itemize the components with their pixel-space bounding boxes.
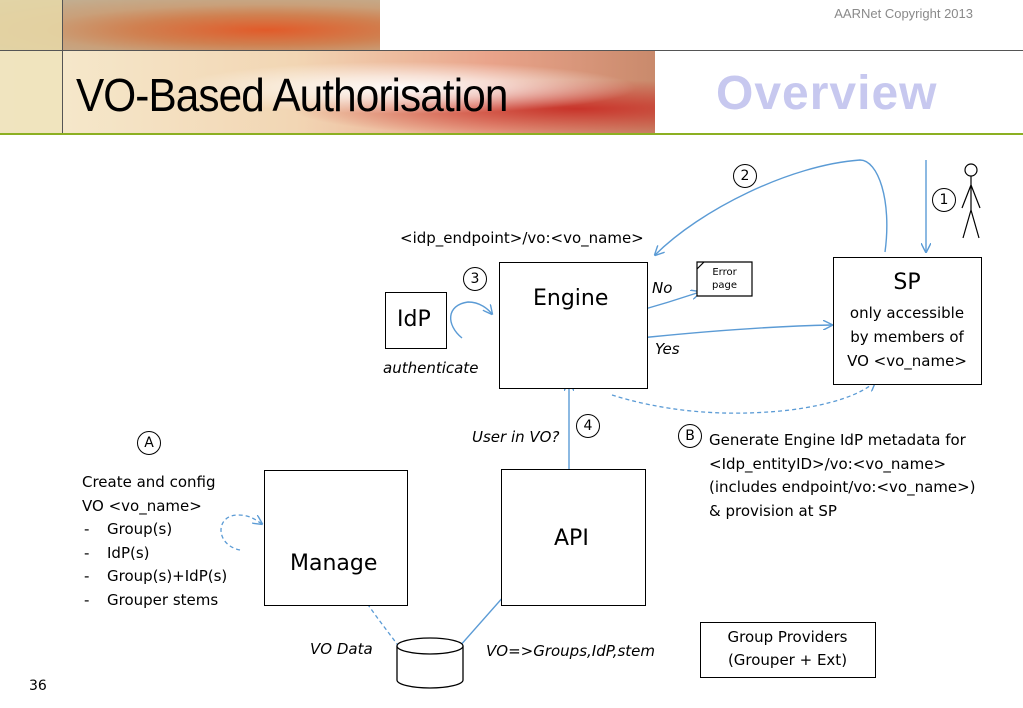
database-icon (396, 637, 464, 689)
vo-config-list: Group(s) IdP(s) Group(s)+IdP(s) Grouper … (82, 518, 227, 612)
arrow-sp-redirect (655, 159, 888, 255)
arrow-idp-authenticate (450, 301, 492, 339)
idp-endpoint-label: <idp_endpoint>/vo:<vo_name> (400, 229, 644, 247)
header-photo-banner (0, 50, 655, 134)
sp-title: SP (893, 270, 921, 295)
yes-label: Yes (655, 340, 680, 358)
api-box: API (501, 469, 646, 606)
header-accent-rule (0, 133, 1023, 135)
manage-box: Manage (264, 470, 408, 606)
manage-label: Manage (290, 551, 378, 576)
b-text-line2: <Idp_entityID>/vo:<vo_name> (709, 454, 947, 473)
list-item: Grouper stems (82, 589, 227, 613)
list-item: Group(s) (82, 518, 227, 542)
vo-data-label: VO Data (310, 640, 373, 658)
engine-label: Engine (533, 286, 609, 311)
idp-label: IdP (397, 307, 431, 332)
header-horizontal-rule (0, 50, 1023, 51)
step-2-marker: 2 (733, 164, 757, 188)
header-corner-square-lower (0, 50, 62, 134)
group-providers-line1: Group Providers (727, 628, 848, 646)
group-providers-box: Group Providers (Grouper + Ext) (700, 622, 876, 678)
sp-line3: VO <vo_name> (847, 352, 967, 370)
no-label: No (652, 279, 673, 297)
step-3-marker: 3 (463, 267, 487, 291)
error-page-shape (696, 261, 753, 297)
slide-title: VO-Based Authorisation (76, 69, 508, 121)
user-icon (961, 163, 981, 239)
arrow-metadata-provision (611, 382, 875, 414)
slide-header: AARNet Copyright 2013 VO-Based Authorisa… (0, 0, 1023, 135)
engine-box: Engine (499, 262, 648, 389)
header-vertical-rule (62, 0, 63, 134)
group-providers-line2: (Grouper + Ext) (727, 651, 848, 669)
header-photo-strip (0, 0, 380, 50)
error-page: Error page (697, 266, 752, 292)
step-4-marker: 4 (576, 414, 600, 438)
section-label: Overview (716, 67, 938, 120)
list-item: Group(s)+IdP(s) (82, 565, 227, 589)
sp-line2: by members of (850, 328, 964, 346)
authenticate-label: authenticate (383, 359, 479, 377)
header-corner-square (0, 0, 62, 50)
step-b-marker: B (678, 424, 702, 448)
list-item: IdP(s) (82, 542, 227, 566)
sp-box: SP only accessible by members of VO <vo_… (833, 257, 982, 385)
idp-box: IdP (385, 292, 447, 349)
metadata-provision-text: Generate Engine IdP metadata for <Idp_en… (709, 429, 976, 523)
create-vo-text: Create and config VO <vo_name> (82, 471, 216, 518)
vo-groups-label: VO=>Groups,IdP,stem (486, 642, 656, 660)
error-page-line1: Error (712, 267, 737, 278)
a-text-line2: VO <vo_name> (82, 496, 202, 515)
user-in-vo-label: User in VO? (472, 428, 560, 446)
b-text-line1: Generate Engine IdP metadata for (709, 431, 966, 449)
error-page-line2: page (712, 280, 737, 291)
api-label: API (554, 526, 589, 551)
copyright-notice: AARNet Copyright 2013 (834, 6, 973, 21)
a-text-line1: Create and config (82, 473, 216, 491)
b-text-line3: (includes endpoint/vo:<vo_name>) (709, 478, 976, 496)
b-text-line4: & provision at SP (709, 501, 837, 520)
step-1-marker: 1 (932, 188, 956, 212)
sp-line1: only accessible (849, 304, 965, 322)
page-number: 36 (29, 678, 47, 694)
step-a-marker: A (137, 431, 161, 455)
